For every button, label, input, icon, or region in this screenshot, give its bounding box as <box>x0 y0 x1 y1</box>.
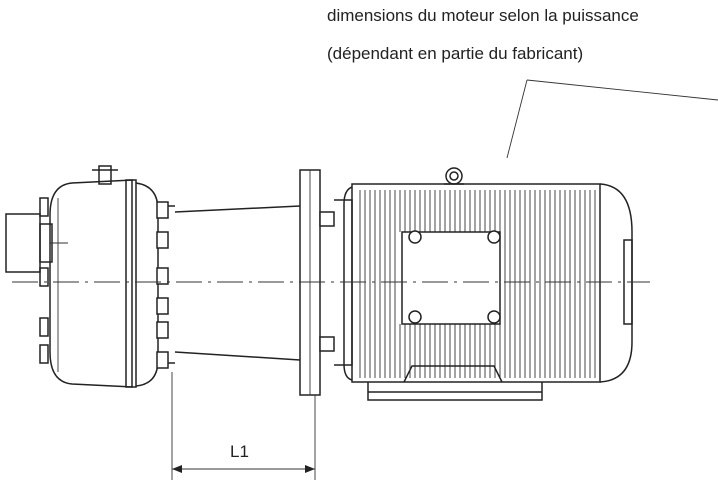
pump-bolts <box>156 201 169 369</box>
pump-head <box>5 165 175 388</box>
adapter-lantern <box>174 205 301 361</box>
cooling-fins <box>359 190 596 378</box>
annotation-line-1: dimensions du moteur selon la puissance <box>327 6 639 25</box>
annotation-line-2: (dépendant en partie du fabricant) <box>327 44 584 63</box>
annotation-leader <box>506 79 718 159</box>
dimension-l1 <box>171 372 316 480</box>
terminal-box-screws <box>408 230 501 324</box>
motor <box>343 167 633 401</box>
dimension-label-l1: L1 <box>230 442 249 461</box>
